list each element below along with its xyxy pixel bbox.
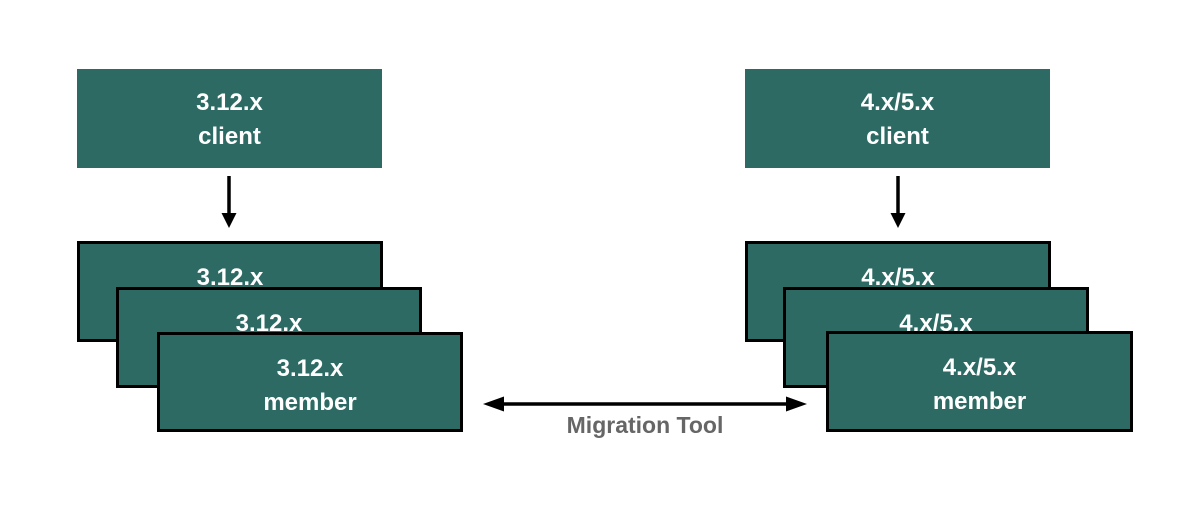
new-member-box-front: 4.x/5.x member [826,331,1133,432]
migration-tool-label: Migration Tool [566,412,724,438]
new-member-label: member [932,388,1027,415]
old-client-version: 3.12.x [196,89,263,116]
new-client-box: 4.x/5.x client [745,69,1050,168]
old-member-label: member [263,389,357,416]
down-arrow-icon [890,176,906,228]
old-member-box-front: 3.12.x member [157,332,463,432]
bidirectional-arrow-icon [483,396,807,412]
old-client-box: 3.12.x client [77,69,382,168]
new-client-version: 4.x/5.x [860,89,935,116]
new-client-label: client [866,123,929,150]
old-member-version: 3.12.x [196,264,264,291]
old-client-label: client [198,123,261,150]
down-arrow-icon [221,176,237,228]
new-member-version: 4.x/5.x [942,354,1017,381]
old-member-version: 3.12.x [276,355,344,382]
new-member-version: 4.x/5.x [861,264,935,291]
